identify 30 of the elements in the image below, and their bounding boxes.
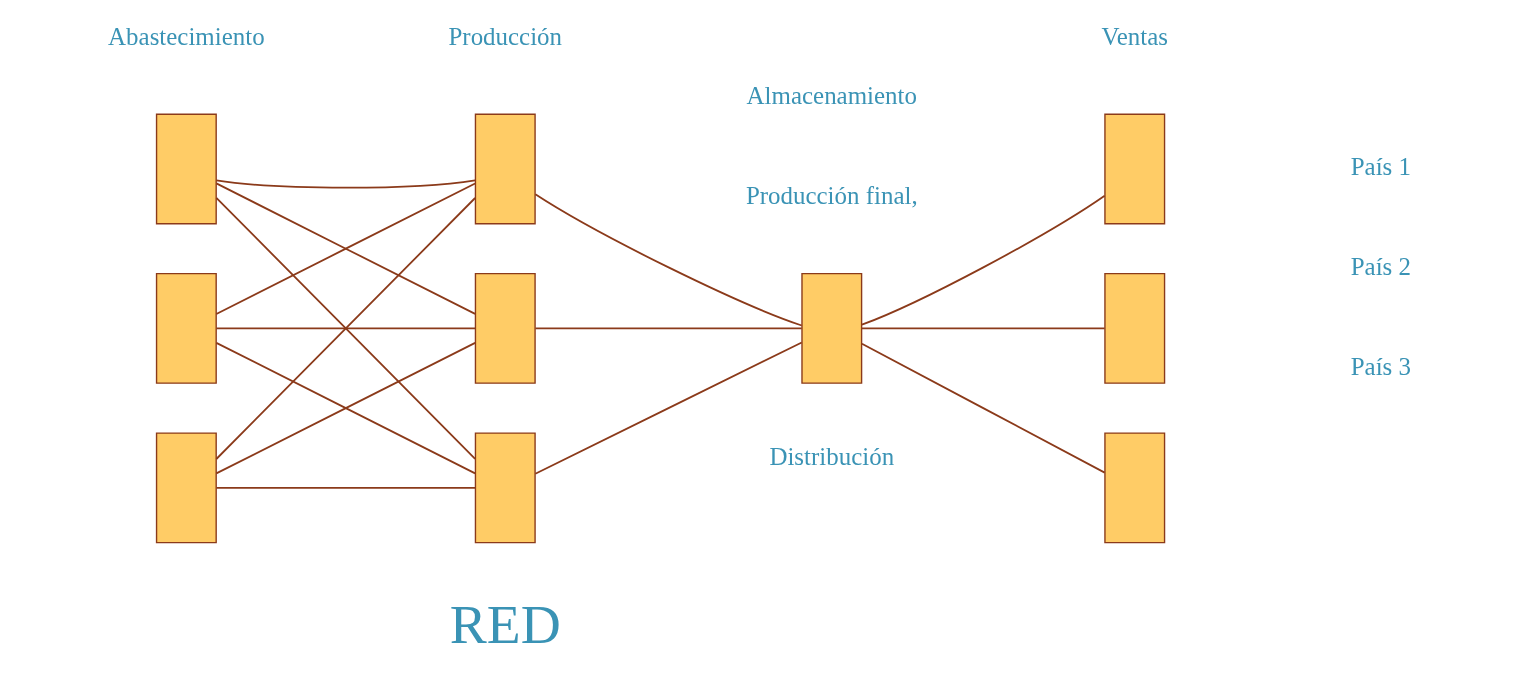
label: Abastecimiento <box>108 22 265 50</box>
connector <box>861 342 1106 474</box>
connector <box>215 182 476 315</box>
label: RED <box>449 594 561 656</box>
connector <box>215 486 476 489</box>
connector <box>534 341 803 475</box>
label: País 2 <box>1350 252 1411 280</box>
node-box <box>155 113 217 225</box>
node-box <box>1104 113 1166 225</box>
node-box <box>155 432 217 544</box>
label: Distribución <box>769 442 895 470</box>
label: Ventas <box>1101 22 1168 50</box>
label: País 3 <box>1350 352 1411 380</box>
label: Producción <box>448 22 563 50</box>
node-box <box>155 272 217 384</box>
label: País 1 <box>1350 153 1411 181</box>
node-box <box>1104 272 1166 384</box>
connector <box>215 179 476 189</box>
connector <box>861 327 1106 330</box>
node-box <box>474 113 536 225</box>
node-box <box>474 272 536 384</box>
connector <box>534 327 803 330</box>
node-box <box>1104 432 1166 544</box>
connector <box>215 327 476 330</box>
label: Producción final, <box>745 182 918 210</box>
connector <box>534 193 803 327</box>
node-box <box>801 272 863 384</box>
label: Almacenamiento <box>746 82 917 110</box>
connector <box>861 194 1106 326</box>
node-box <box>474 432 536 544</box>
